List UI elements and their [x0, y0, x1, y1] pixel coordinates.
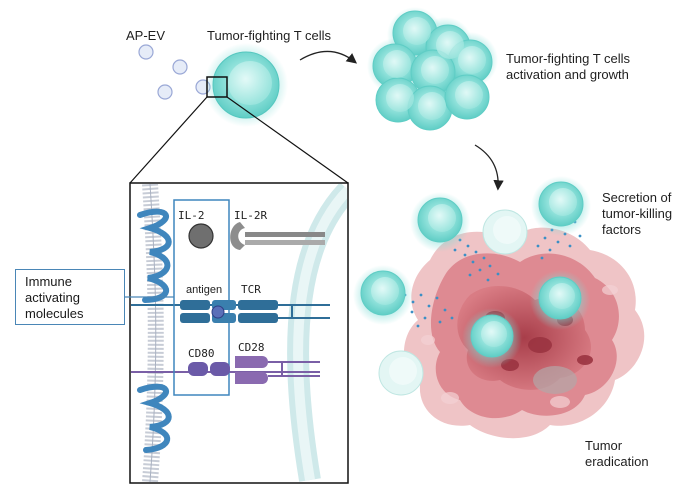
cd80-cd28-complex: [188, 356, 320, 384]
label-ap-ev: AP-EV: [126, 28, 166, 43]
secreted-factor-dots: [403, 220, 582, 328]
tumor-mass: [404, 227, 645, 439]
attacking-t-cells: [353, 176, 591, 396]
label-antigen: antigen: [186, 284, 222, 296]
arrow-to-tumor: [474, 144, 504, 191]
label-activation-growth: Tumor-fighting T cells activation and gr…: [506, 51, 631, 82]
tcr-complex: [180, 300, 330, 323]
label-eradication: Tumor eradication: [585, 438, 649, 469]
label-cd80: CD80: [188, 347, 215, 360]
ap-ev-vesicles: [138, 44, 211, 100]
label-il2: IL-2: [178, 209, 205, 222]
arrow-to-activation: [299, 50, 358, 64]
il2-molecule: [188, 223, 214, 249]
main-t-cell: [204, 43, 288, 127]
zoom-line-left: [129, 96, 208, 184]
label-immune-activating-molecules: Immune activating molecules: [25, 274, 84, 321]
zoom-line-right: [226, 96, 349, 184]
label-cd28: CD28: [238, 341, 265, 354]
label-secretion: Secretion of tumor-killing factors: [602, 190, 673, 237]
immune-activating-molecules-box: Immune activating molecules: [15, 269, 125, 325]
zoom-region: [206, 76, 228, 98]
il2r-receptor: [230, 222, 325, 250]
inset-panel: IL-2 IL-2R antigen TCR CD80 CD28: [129, 182, 349, 484]
activated-t-cell-cluster: [367, 7, 498, 131]
label-il2r: IL-2R: [234, 209, 267, 222]
label-tumor-fighting-t-cells: Tumor-fighting T cells: [207, 28, 332, 43]
label-tcr: TCR: [241, 283, 261, 296]
